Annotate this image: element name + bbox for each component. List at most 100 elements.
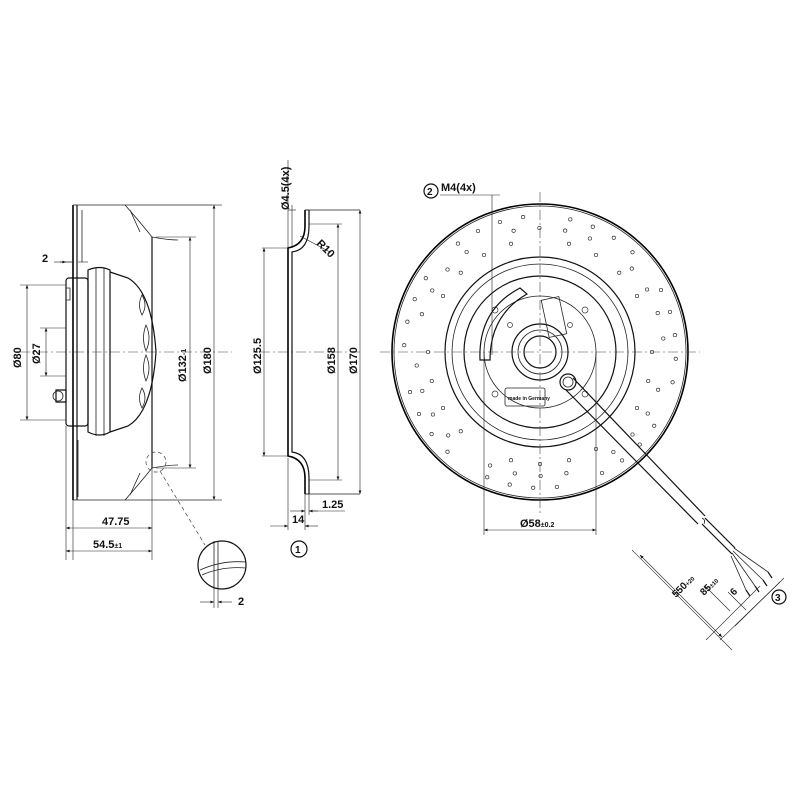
callout-1: 1 [295, 545, 301, 556]
dim-d45: Ø4.5(4x) [280, 166, 292, 210]
balance-hole [620, 458, 625, 463]
balance-hole [538, 473, 543, 479]
balance-hole [566, 241, 572, 246]
dim-m4: M4(4x) [441, 182, 476, 194]
balance-hole [511, 228, 516, 233]
balance-hole [593, 252, 599, 258]
callout-2: 2 [427, 187, 433, 198]
dim-d58: Ø58±0.2 [520, 518, 554, 530]
balance-hole [512, 471, 517, 476]
dim-l85: 85±10 [698, 575, 721, 598]
dim-l6: 6 [728, 586, 740, 598]
balance-hole [672, 333, 677, 338]
balance-hole [458, 429, 463, 434]
section-view: Ø4.5(4x) R10 Ø125.5 Ø158 Ø170 1.25 14 1 [252, 160, 362, 558]
balance-hole [655, 311, 660, 316]
balance-hole [590, 224, 595, 229]
balance-hole [652, 423, 657, 428]
balance-hole [554, 484, 559, 489]
balance-hole [425, 349, 431, 355]
front-view: made in Germany Ø58±0.2 2 M4(4x) [380, 182, 787, 651]
balance-hole [497, 219, 502, 225]
balance-hole [430, 288, 435, 293]
balance-hole [521, 215, 526, 220]
balance-hole [488, 463, 493, 468]
balance-hole [656, 387, 661, 392]
balance-hole [440, 293, 446, 299]
balance-hole [611, 235, 616, 240]
balance-hole [630, 250, 635, 255]
balance-hole [455, 241, 460, 246]
balance-hole [429, 378, 434, 384]
dim-d27: Ø27 [31, 343, 43, 364]
dim-d170: Ø170 [348, 347, 360, 374]
balance-hole [564, 471, 569, 476]
balance-hole [464, 249, 469, 255]
dim-w47: 47.75 [102, 516, 130, 528]
balance-hole [405, 319, 410, 324]
dim-d180: Ø180 [202, 347, 214, 374]
balance-hole [507, 482, 512, 487]
balance-hole [537, 461, 543, 467]
balance-hole [568, 217, 573, 222]
balance-hole [407, 390, 413, 395]
balance-hole [667, 309, 673, 314]
balance-hole [445, 267, 450, 272]
balance-hole [531, 485, 536, 490]
balance-hole [617, 270, 622, 275]
balance-hole [658, 287, 664, 293]
balance-hole [649, 349, 655, 355]
balance-hole [634, 293, 640, 299]
balance-hole [481, 252, 487, 258]
balance-hole [566, 458, 572, 463]
dim-d158: Ø158 [326, 347, 338, 374]
balance-hole [629, 266, 634, 271]
balance-hole [587, 236, 592, 241]
balance-hole [670, 380, 675, 385]
dim-d132: Ø132-1 [177, 349, 189, 382]
balance-hole [414, 363, 419, 368]
balance-hole [673, 356, 678, 361]
dim-d125: Ø125.5 [252, 338, 264, 374]
dim-r10: R10 [314, 238, 337, 261]
balance-hole [423, 276, 428, 281]
balance-hole [412, 297, 417, 302]
dim-detail-2: 2 [238, 596, 244, 608]
balance-hole [458, 270, 463, 275]
balance-hole [508, 458, 514, 463]
dim-w2: 2 [42, 253, 48, 265]
balance-hole [661, 336, 666, 341]
made-label: made in Germany [508, 396, 550, 402]
callout-3: 3 [775, 593, 781, 604]
balance-hole [475, 228, 481, 234]
balance-hole [637, 442, 642, 447]
balance-hole [611, 449, 616, 455]
balance-hole [599, 470, 605, 476]
balance-hole [645, 411, 650, 416]
balance-hole [634, 405, 640, 411]
side-view: Ø80 Ø27 Ø132-1 Ø180 2 47.75 54.5±1 [12, 204, 247, 608]
balance-hole [402, 343, 407, 348]
balance-hole [563, 228, 568, 233]
balance-hole [508, 241, 514, 246]
balance-hole [537, 225, 542, 231]
dim-w14: 14 [292, 514, 305, 526]
balance-hole [430, 412, 435, 417]
balance-hole [485, 475, 490, 480]
balance-hole [645, 287, 650, 292]
balance-hole [419, 312, 424, 317]
dim-w125: 1.25 [322, 499, 343, 511]
balance-hole [446, 433, 451, 438]
balance-hole [420, 388, 425, 393]
balance-hole [593, 446, 599, 452]
balance-hole [445, 449, 450, 454]
dim-l550: 550+20 [670, 573, 697, 600]
dim-d80: Ø80 [12, 347, 24, 368]
dim-w54: 54.5±1 [93, 539, 122, 551]
balance-hole [646, 378, 651, 384]
balance-hole [440, 405, 446, 411]
balance-hole [630, 432, 635, 437]
balancing-holes [402, 215, 678, 490]
